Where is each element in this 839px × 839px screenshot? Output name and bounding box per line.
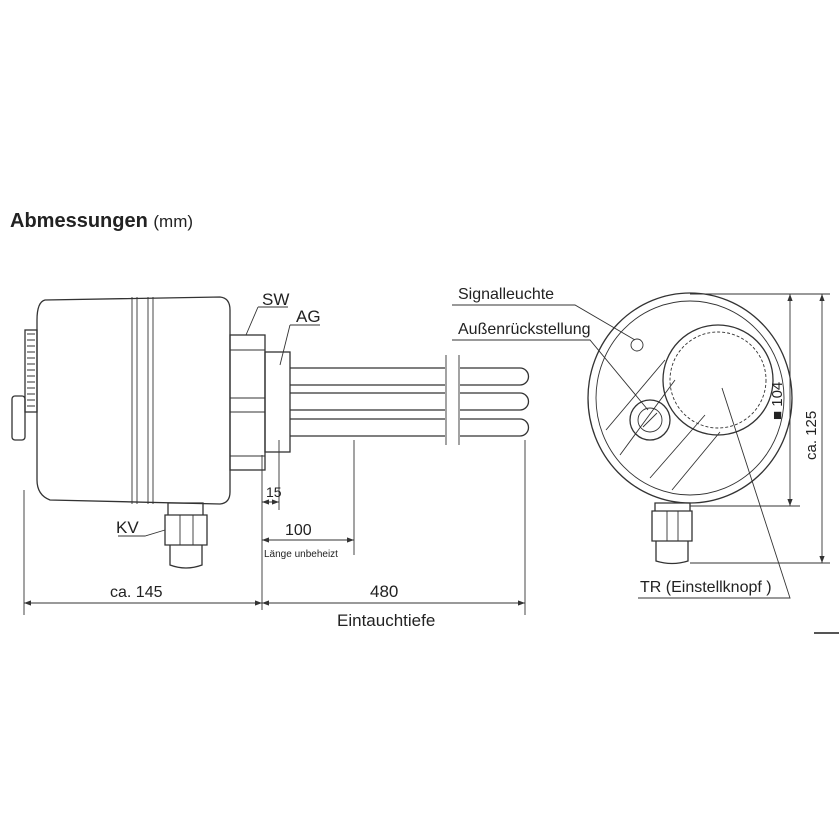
label-external-reset: Außenrückstellung	[458, 321, 591, 338]
front-bezel	[24, 329, 38, 413]
reset-button[interactable]	[629, 399, 671, 441]
label-kv: KV	[116, 518, 139, 537]
front-cable-gland	[651, 502, 693, 565]
dim-480-caption: Eintauchtiefe	[337, 611, 435, 630]
dim-100-caption: Länge unbeheizt	[264, 549, 338, 560]
cable-gland	[164, 502, 208, 569]
heating-rods	[290, 355, 530, 445]
dim-145: ca. 145	[110, 584, 163, 601]
title-unit: (mm)	[153, 212, 194, 231]
label-ag: AG	[296, 307, 321, 326]
bezel-knurl	[27, 333, 35, 407]
page-title: Abmessungen (mm)	[10, 210, 193, 233]
signal-lamp	[630, 338, 644, 352]
label-thermostat-knob: TR (Einstellknopf )	[640, 579, 772, 596]
side-view: SW AG KV 15 100 Länge unbeheizt ca. 145 …	[11, 290, 530, 630]
dim-15: 15	[266, 484, 282, 500]
side-knob	[11, 395, 26, 441]
dim-125: ca. 125	[803, 411, 820, 460]
front-housing	[587, 292, 793, 504]
thermostat-knob[interactable]	[662, 324, 774, 436]
dim-100: 100	[285, 522, 312, 539]
label-signal-lamp: Signalleuchte	[458, 286, 554, 303]
dim-480: 480	[370, 582, 398, 601]
dim-104: ■ 104	[769, 382, 786, 420]
thread-nut	[264, 351, 291, 453]
flange	[229, 334, 266, 471]
front-view: Signalleuchte Außenrückstellung TR (Eins…	[452, 286, 839, 634]
label-sw: SW	[262, 290, 289, 309]
housing-body	[36, 296, 231, 505]
title-text: Abmessungen	[10, 210, 148, 232]
